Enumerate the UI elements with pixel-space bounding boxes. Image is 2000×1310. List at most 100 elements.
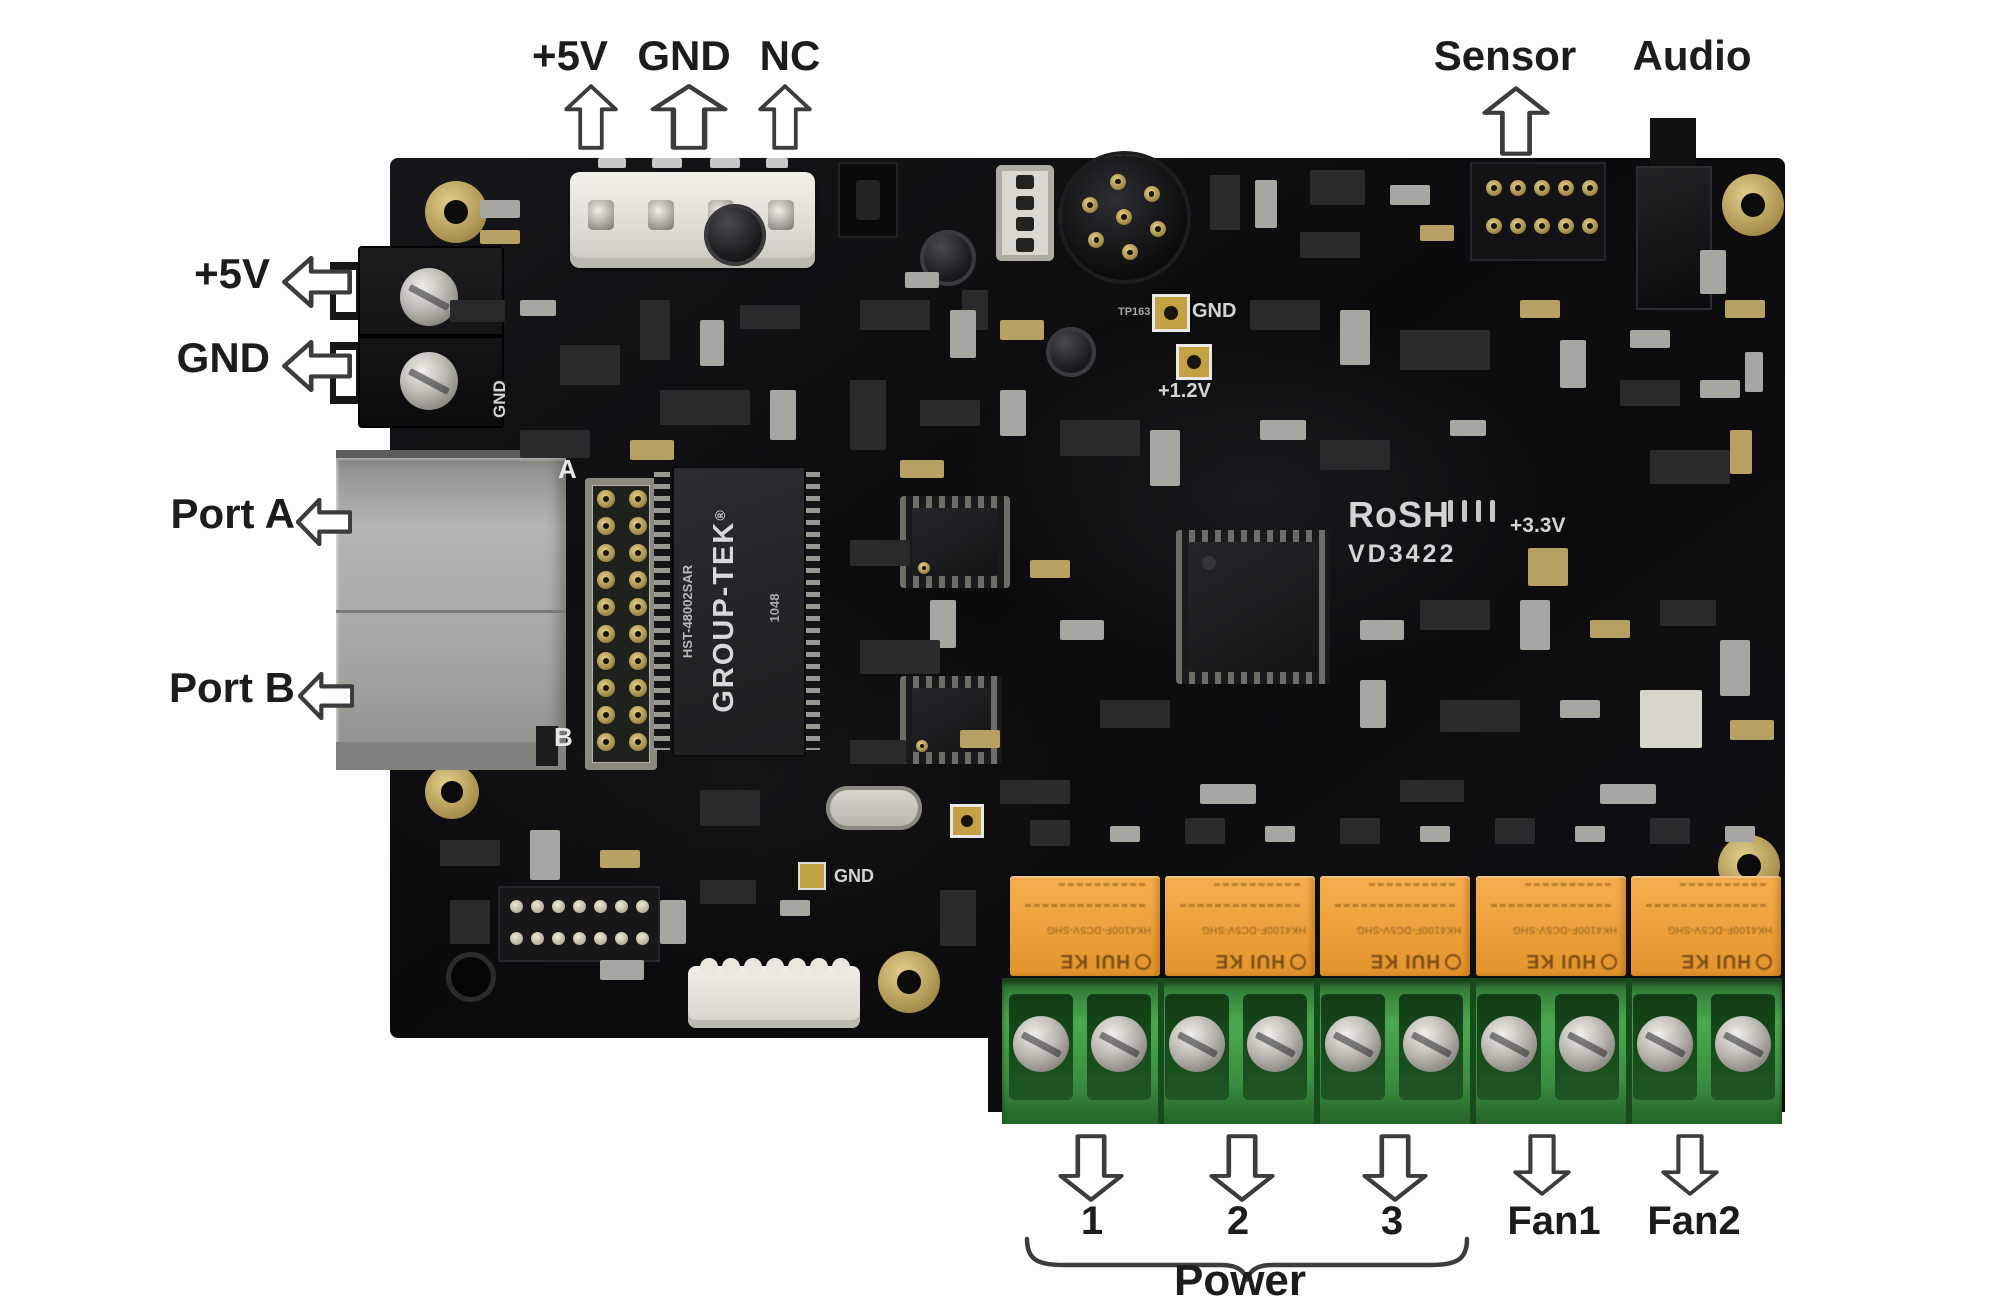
test-point xyxy=(1176,344,1212,380)
passive-component xyxy=(1200,784,1256,804)
header-pin xyxy=(573,932,586,945)
terminal-recess xyxy=(1009,994,1073,1100)
header-pin-socket xyxy=(629,517,647,535)
main-processor-chip xyxy=(1176,530,1330,684)
passive-component xyxy=(450,300,505,322)
passive-component xyxy=(440,840,500,866)
silkscreen-port-b-mark: B xyxy=(554,722,573,752)
passive-component xyxy=(1150,430,1180,486)
header-pin-socket xyxy=(629,679,647,697)
passive-component xyxy=(1420,225,1454,241)
terminal-screw xyxy=(1637,1016,1693,1072)
label-output-1: 1 xyxy=(1080,1199,1104,1243)
terminal-screw xyxy=(1091,1016,1147,1072)
mounting-hole xyxy=(1722,174,1784,236)
output-terminal-strip xyxy=(1002,978,1782,1124)
header-pin-socket xyxy=(629,652,647,670)
header-pin xyxy=(1486,218,1502,234)
mounting-hole xyxy=(446,952,496,1002)
passive-component xyxy=(700,790,760,826)
terminal-recess xyxy=(1087,994,1151,1100)
passive-component xyxy=(1360,680,1386,728)
passive-component xyxy=(1260,420,1306,440)
test-point xyxy=(1152,294,1190,332)
relay-brand: HUI KE xyxy=(1369,950,1440,971)
passive-component xyxy=(1630,330,1670,348)
header-pin-socket xyxy=(597,571,615,589)
passive-component xyxy=(780,900,810,916)
header-pin-socket xyxy=(597,706,615,724)
terminal-recess xyxy=(1243,994,1307,1100)
header-pin xyxy=(531,932,544,945)
passive-component xyxy=(1060,620,1104,640)
connector-bump xyxy=(744,958,762,976)
label-top-5v: +5V xyxy=(532,32,608,79)
silkscreen-tp-gnd: GND xyxy=(1192,300,1237,322)
passive-component xyxy=(1000,320,1044,340)
relay-brand: HUI KE xyxy=(1059,950,1130,971)
connector-bump xyxy=(832,958,850,976)
test-point xyxy=(950,804,984,838)
passive-component xyxy=(1560,340,1586,388)
group-tek-transformer-chip: HST-48002SAR GROUP-TEK® 1048 xyxy=(672,466,806,757)
round-din-socket xyxy=(1062,155,1187,280)
header-pin xyxy=(1510,218,1526,234)
relay-part-number: HK4100F-DC5V-SHG xyxy=(1356,923,1461,935)
header-pin xyxy=(1582,180,1598,196)
passive-component xyxy=(480,230,520,244)
passive-component xyxy=(1730,430,1752,474)
silkscreen-port-a-mark: A xyxy=(558,454,577,484)
silkscreen-gnd-bottom: GND xyxy=(834,866,874,886)
terminal-recess xyxy=(1165,994,1229,1100)
header-pin xyxy=(510,932,523,945)
header-pin-socket xyxy=(1016,217,1034,231)
header-pin-socket xyxy=(629,598,647,616)
arrow-left-gnd xyxy=(282,340,352,392)
passive-component xyxy=(1528,548,1568,586)
passive-component xyxy=(1265,826,1295,842)
arrow-down-2 xyxy=(1209,1134,1275,1202)
dual-row-header xyxy=(498,886,660,962)
ethernet-ports-rj45 xyxy=(336,458,566,770)
label-left-gnd: GND xyxy=(176,334,270,381)
passive-component xyxy=(1520,300,1560,318)
chip-part-number: HST-48002SAR xyxy=(680,564,695,659)
passive-component xyxy=(1210,175,1240,230)
label-port-b: Port B xyxy=(169,664,295,711)
socket-pin xyxy=(1149,221,1166,238)
arrow-left-port-a xyxy=(296,498,352,546)
passive-component xyxy=(1060,420,1140,456)
sensor-pin-header xyxy=(1470,162,1606,261)
relay-part-number: HK4100F-DC5V-SHG xyxy=(1667,923,1772,935)
arrow-left-5v xyxy=(282,256,352,308)
header-pin xyxy=(615,932,628,945)
passive-component xyxy=(1340,818,1380,844)
passive-component xyxy=(560,345,620,385)
label-top-nc: NC xyxy=(759,32,821,79)
socket-pin xyxy=(1143,185,1160,202)
passive-component xyxy=(1600,784,1656,804)
header-pin xyxy=(1534,218,1550,234)
passive-component xyxy=(1650,818,1690,844)
passive-component xyxy=(920,400,980,426)
passive-component xyxy=(640,300,670,360)
passive-component xyxy=(1400,780,1464,802)
passive-component xyxy=(1185,818,1225,844)
passive-component xyxy=(1660,600,1716,626)
relay: HUI KE HK4100F-DC5V-SHG xyxy=(1320,876,1470,976)
passive-component xyxy=(766,158,788,168)
arrow-up-5v xyxy=(564,84,618,150)
socket-pin xyxy=(1082,196,1099,213)
relay: HUI KE HK4100F-DC5V-SHG xyxy=(1476,876,1626,976)
capacitor xyxy=(1046,327,1096,377)
silkscreen-1v2: +1.2V xyxy=(1158,380,1211,402)
passive-component xyxy=(1320,440,1390,470)
header-pin-socket xyxy=(1016,175,1034,189)
silkscreen-gnd-side: GND xyxy=(490,380,509,418)
passive-component xyxy=(1720,640,1750,696)
mounting-hole xyxy=(425,181,487,243)
passive-component xyxy=(598,158,626,168)
silkscreen-rosh: RoSH xyxy=(1348,494,1450,535)
terminal-screw xyxy=(400,268,458,326)
header-pin-socket xyxy=(597,733,615,751)
